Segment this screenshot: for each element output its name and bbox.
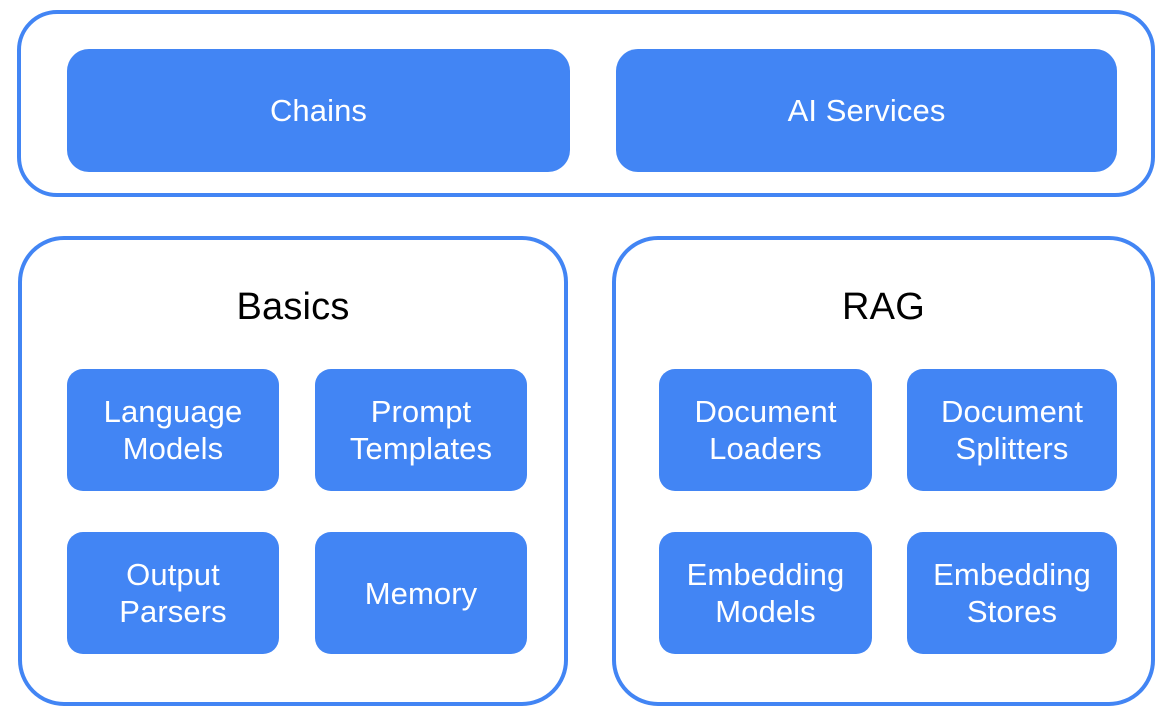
node-document-loaders[interactable]: Document Loaders — [659, 369, 872, 491]
group-basics-title: Basics — [236, 286, 350, 328]
node-output-parsers[interactable]: Output Parsers — [67, 532, 279, 654]
node-document-splitters[interactable]: Document Splitters — [907, 369, 1117, 491]
node-prompt-templates[interactable]: Prompt Templates — [315, 369, 527, 491]
group-top-layer: Chains AI Services — [17, 10, 1155, 197]
group-rag-title: RAG — [842, 286, 925, 328]
node-language-models[interactable]: Language Models — [67, 369, 279, 491]
node-ai-services[interactable]: AI Services — [616, 49, 1117, 172]
node-embedding-models[interactable]: Embedding Models — [659, 532, 872, 654]
group-basics: Basics Language Models Prompt Templates … — [18, 236, 568, 706]
node-embedding-stores[interactable]: Embedding Stores — [907, 532, 1117, 654]
node-memory[interactable]: Memory — [315, 532, 527, 654]
node-chains[interactable]: Chains — [67, 49, 570, 172]
group-rag: RAG Document Loaders Document Splitters … — [612, 236, 1155, 706]
